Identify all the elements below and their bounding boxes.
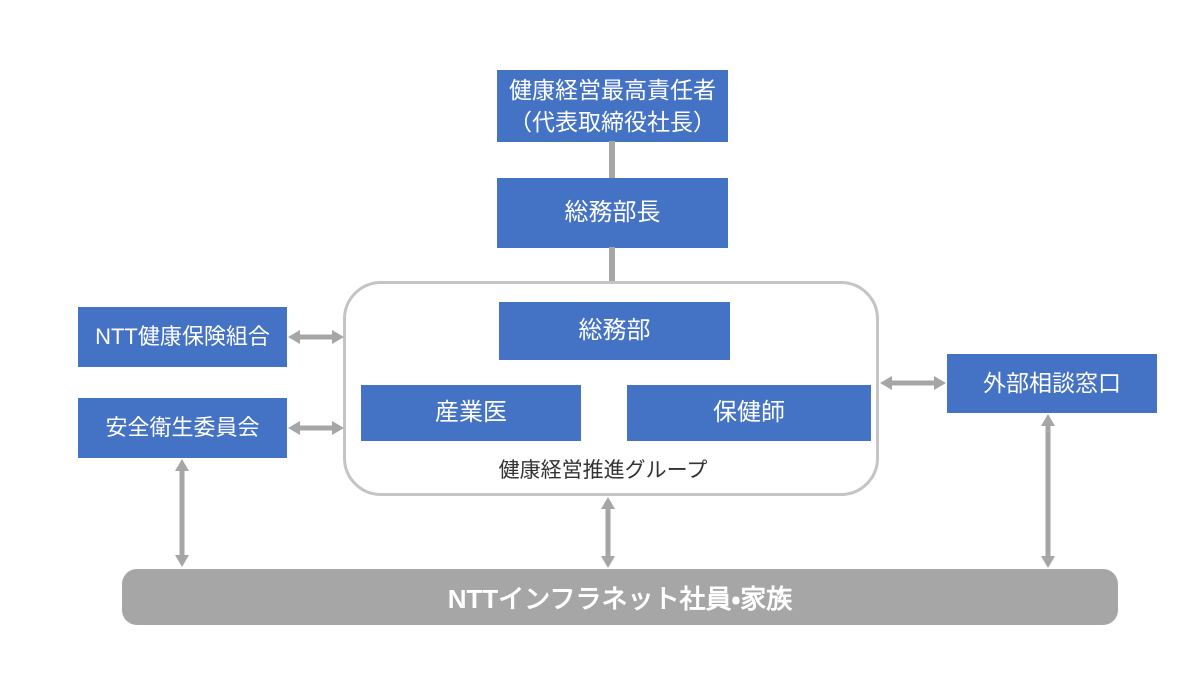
arrow-shaft [890,380,936,386]
bar-employees-families: NTTインフラネット社員・家族 [122,569,1118,625]
arrow-group-to-employees [601,497,615,568]
node-safety-health-committee: 安全衛生委員会 [78,398,287,458]
chief-label-line2: （代表取締役社長） [509,109,716,135]
group-caption-label: 健康経営推進グループ [498,459,708,482]
connector-chief-to-manager [609,141,615,179]
node-industrial-physician: 産業医 [361,385,581,441]
arrow-shaft [1045,424,1051,558]
arrow-shaft [298,334,334,340]
chief-label-line1: 健康経営最高責任者 [509,76,716,103]
node-external-consultation-desk: 外部相談窓口 [947,354,1157,413]
arrow-safety-committee-to-employees [175,459,189,567]
arrow-insurance-union-to-group [288,330,344,344]
arrow-shaft [605,507,611,558]
group-health-promotion: 総務部 産業医 保健師 健康経営推進グループ [343,281,879,496]
connector-manager-to-group [609,247,615,283]
node-general-affairs-dept: 総務部 [499,302,730,360]
arrow-group-to-consultation-desk [880,376,946,390]
arrow-shaft [298,425,334,431]
arrow-safety-committee-to-group [288,421,344,435]
arrow-shaft [179,469,185,557]
node-general-affairs-manager: 総務部長 [497,178,728,248]
arrow-consultation-desk-to-employees [1041,414,1055,568]
node-ntt-health-insurance-union: NTT健康保険組合 [78,307,287,367]
node-public-health-nurse: 保健師 [627,385,871,441]
node-health-management-chief: 健康経営最高責任者 （代表取締役社長） [497,70,728,142]
